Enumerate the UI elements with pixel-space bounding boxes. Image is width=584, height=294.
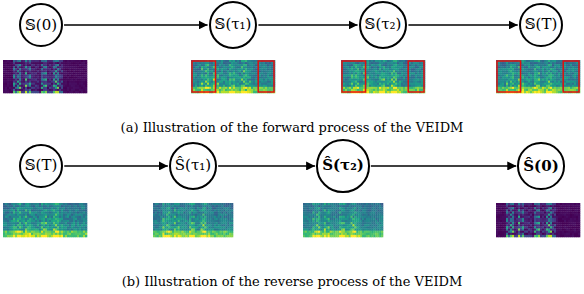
figure: 𝕊(0)𝕊(τ₁)𝕊(τ₂)𝕊(T)𝕊(T)Ŝ(τ₁)Ŝ(τ₂)Ŝ(0)(a) …	[0, 0, 584, 294]
